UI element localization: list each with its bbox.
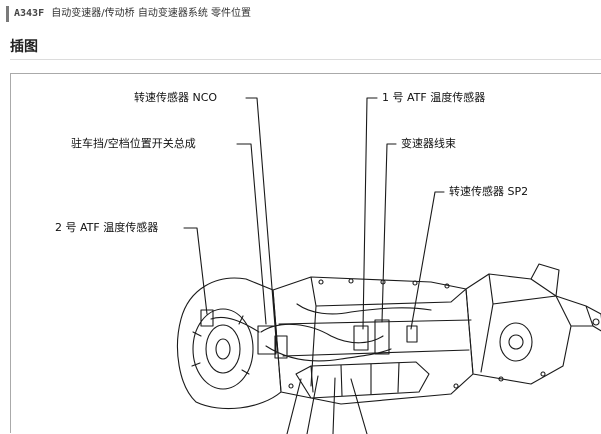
- transmission-illustration: 转速传感器 NCO 1 号 ATF 温度传感器 驻车挡/空档位置开关总成 变速器…: [10, 73, 601, 434]
- label-speed-sensor-sp2: 转速传感器 SP2: [449, 185, 529, 198]
- leader-speed-sensor-sp2: [410, 191, 445, 330]
- converter-housing: [176, 277, 282, 410]
- label-park-neutral-switch: 驻车挡/空档位置开关总成: [71, 137, 196, 150]
- transmission-drawing: [176, 97, 601, 434]
- leader-speed-sensor-nco: [245, 97, 277, 340]
- leader-bottom-3: [332, 377, 336, 434]
- label-atf-temp-sensor-2: 2 号 ATF 温度传感器: [55, 221, 159, 234]
- leader-atf-temp-sensor-1: [362, 97, 378, 330]
- speed-sensor-sp2: [406, 325, 418, 343]
- breadcrumb-path: 自动变速器/传动桥 自动变速器系统 零件位置: [51, 8, 252, 19]
- label-atf-temp-sensor-1: 1 号 ATF 温度传感器: [382, 91, 486, 104]
- leader-transmission-harness: [381, 143, 397, 323]
- speed-sensor-nco: [274, 335, 288, 359]
- label-speed-sensor-nco: 转速传感器 NCO: [134, 91, 218, 104]
- label-transmission-harness: 变速器线束: [401, 137, 456, 150]
- section-title: 插图: [10, 39, 38, 55]
- leader-atf-temp-sensor-2: [183, 227, 208, 315]
- atf-temp-sensor-1: [353, 325, 369, 351]
- converter-face: [192, 308, 254, 390]
- harness-connector: [374, 319, 390, 355]
- leader-park-neutral-switch: [236, 143, 267, 325]
- oil-pan: [295, 361, 430, 399]
- wiring-harness: [260, 323, 384, 344]
- leader-bottom-4: [350, 378, 368, 434]
- divider: [10, 59, 601, 60]
- output-flange: [555, 295, 594, 327]
- breadcrumb: A343F 自动变速器/传动桥 自动变速器系统 零件位置: [6, 6, 251, 22]
- park-neutral-switch: [257, 325, 277, 355]
- model-code: A343F: [14, 8, 45, 19]
